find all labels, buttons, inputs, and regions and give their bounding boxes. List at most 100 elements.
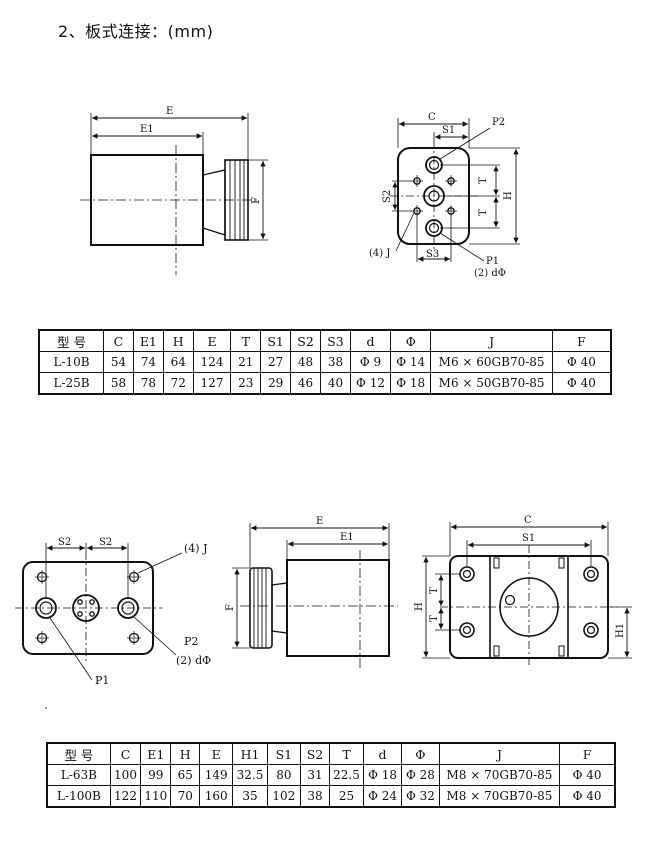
table-cell: Φ 32	[400, 785, 440, 808]
section-heading: 2、板式连接：(mm)	[58, 22, 214, 41]
table-cell: 64	[162, 351, 194, 373]
table-cell: 29	[260, 372, 292, 395]
dim-label-H1: H1	[615, 623, 626, 638]
column-header: S2	[290, 329, 321, 352]
dim-label-C: C	[428, 112, 436, 123]
table-cell: Φ 28	[400, 764, 440, 786]
dim-label-T-bottom-2: T	[429, 615, 440, 622]
dim-label-S2: S2	[382, 190, 393, 203]
column-header: H	[170, 742, 201, 765]
table-cell: 127	[192, 372, 232, 395]
port-label-P1-2: P1	[95, 674, 109, 687]
column-header: T	[328, 742, 365, 765]
table-cell: M8 × 70GB70-85	[438, 785, 561, 808]
table-cell: 110	[140, 785, 172, 808]
column-header: F	[559, 742, 616, 765]
table-cell: 32.5	[232, 764, 268, 786]
column-header: E1	[132, 329, 164, 352]
dim-label-E1-2: E1	[340, 532, 354, 543]
table-cell: Φ 12	[349, 372, 392, 395]
table-cell: 23	[230, 372, 262, 395]
table-cell: 48	[290, 351, 321, 373]
table-cell: 58	[103, 372, 134, 395]
dim-label-S1-2: S1	[522, 533, 535, 544]
valve-port-face-2: S2 S2 (4) J P2 (2) dΦ P1	[15, 537, 211, 687]
column-header: C	[103, 329, 134, 352]
column-header: E1	[140, 742, 172, 765]
table-cell: 100	[109, 764, 142, 786]
table-cell: L-10B	[38, 351, 105, 373]
table-cell: 65	[170, 764, 201, 786]
port-label-P1: P1	[486, 256, 499, 267]
valve-side-view-1: E E1 F	[80, 106, 268, 275]
table-cell: L-100B	[46, 785, 111, 808]
valve-side-view-2: E E1 F	[225, 516, 398, 668]
column-header: d	[363, 742, 402, 765]
column-header: J	[430, 329, 553, 352]
table-cell: Φ 9	[349, 351, 392, 373]
table-cell: Φ 18	[390, 372, 432, 395]
column-header: d	[349, 329, 392, 352]
table-cell: 54	[103, 351, 134, 373]
column-header: Φ	[400, 742, 440, 765]
dim-label-F-2: F	[225, 604, 236, 611]
dim-label-E-2: E	[316, 516, 323, 527]
table-cell: 122	[109, 785, 142, 808]
table-cell: 78	[132, 372, 164, 395]
port-label-P2: P2	[492, 117, 505, 128]
table-cell: 38	[300, 785, 330, 808]
table-cell: 21	[230, 351, 262, 373]
table-cell: Φ 40	[559, 764, 616, 786]
table-cell: Φ 14	[390, 351, 432, 373]
dim-label-H: H	[503, 191, 514, 200]
table-cell: 38	[320, 351, 351, 373]
hole-label-d-2: (2) dΦ	[176, 654, 211, 667]
column-header: H1	[232, 742, 268, 765]
dim-label-S1: S1	[442, 125, 455, 136]
column-header: S2	[300, 742, 330, 765]
dim-label-H-2: H	[414, 602, 425, 611]
table-cell: 31	[300, 764, 330, 786]
valve-port-face-1: C S1 P2 S2 T T H S3 (4) J P1 (2) dΦ	[369, 112, 520, 279]
scan-speck	[45, 707, 47, 709]
table-cell: Φ 40	[551, 372, 612, 395]
dim-label-S2-right: S2	[99, 537, 112, 548]
valve-top-view-2: C S1 H T T H1	[414, 515, 632, 668]
table-cell: 22.5	[328, 764, 365, 786]
table-cell: 46	[290, 372, 321, 395]
table-cell: 27	[260, 351, 292, 373]
dim-label-C-2: C	[524, 515, 532, 526]
column-header: S3	[320, 329, 351, 352]
column-header: Φ	[390, 329, 432, 352]
table-cell: L-63B	[46, 764, 111, 786]
dim-label-E: E	[166, 106, 173, 117]
hole-label-d: (2) dΦ	[474, 268, 506, 279]
table-cell: L-25B	[38, 372, 105, 395]
table-cell: 72	[162, 372, 194, 395]
table-cell: Φ 24	[363, 785, 402, 808]
column-header: S1	[266, 742, 302, 765]
table-cell: Φ 18	[363, 764, 402, 786]
port-label-P2-2: P2	[184, 635, 198, 648]
dim-label-S3: S3	[426, 249, 439, 260]
table-cell: 25	[328, 785, 365, 808]
table-cell: 35	[232, 785, 268, 808]
table-cell: Φ 40	[559, 785, 616, 808]
table-cell: 149	[199, 764, 234, 786]
table-cell: 70	[170, 785, 201, 808]
column-header: E	[192, 329, 232, 352]
dim-label-F: F	[251, 197, 262, 204]
table-cell: Φ 40	[551, 351, 612, 373]
column-header: 型 号	[46, 742, 111, 765]
column-header: S1	[260, 329, 292, 352]
dim-label-S2-left: S2	[58, 537, 71, 548]
dim-label-E1: E1	[140, 124, 154, 135]
column-header: 型 号	[38, 329, 105, 352]
